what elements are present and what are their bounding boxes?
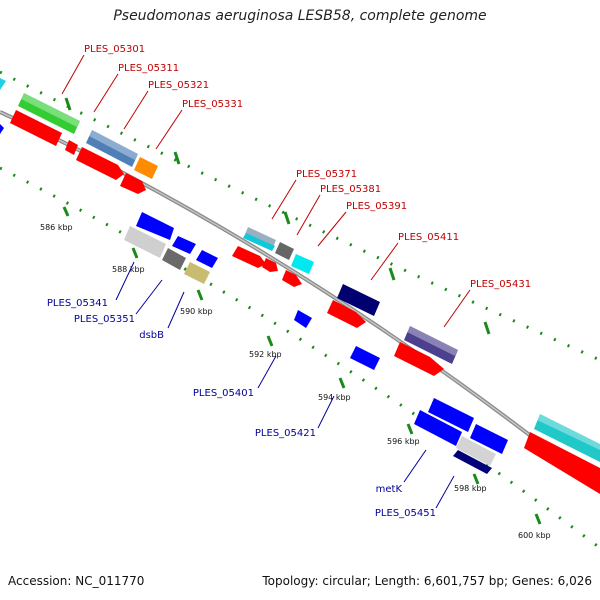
label-ples-05391[interactable]: PLES_05391 xyxy=(346,201,407,212)
reverse-features xyxy=(0,124,508,474)
feature-ples-05301-green[interactable] xyxy=(18,93,80,134)
major-ticks-outer xyxy=(64,97,491,335)
feature-ples-05391-cyan[interactable] xyxy=(291,254,314,274)
label-ples-05331[interactable]: PLES_05331 xyxy=(182,99,243,110)
feature-ples-05351-grey[interactable] xyxy=(162,248,186,270)
feature-dsbb-khaki[interactable] xyxy=(184,262,210,284)
tick-label-594: 594 kbp xyxy=(318,393,351,402)
label-metk[interactable]: metK xyxy=(376,484,403,495)
top-connectors xyxy=(61,54,471,328)
label-ples-05451[interactable]: PLES_05451 xyxy=(375,508,436,519)
label-ples-05431[interactable]: PLES_05431 xyxy=(470,279,531,290)
feature-shading xyxy=(21,93,600,450)
tick-label-592: 592 kbp xyxy=(249,350,282,359)
feature-cyan-left[interactable] xyxy=(0,78,6,90)
tick-label-588: 588 kbp xyxy=(112,265,145,274)
bottom-connectors xyxy=(115,261,455,509)
feature-metk-blue[interactable] xyxy=(414,410,462,446)
feature-ples-05371[interactable] xyxy=(232,246,266,268)
feature-blue-small[interactable] xyxy=(294,310,312,328)
summary-text: Topology: circular; Length: 6,601,757 bp… xyxy=(262,574,592,588)
feature-red-right[interactable] xyxy=(524,432,600,494)
label-ples-05371[interactable]: PLES_05371 xyxy=(296,169,357,180)
feature-ples-05401-blue[interactable] xyxy=(350,346,380,370)
forward-features xyxy=(0,78,600,494)
feature-ples-05451-navy[interactable] xyxy=(453,450,492,474)
feature-ples-05351-blue[interactable] xyxy=(196,250,218,268)
map-title: Pseudomonas aeruginosa LESB58, complete … xyxy=(113,8,487,24)
major-ticks-inner xyxy=(62,206,542,525)
label-ples-05301[interactable]: PLES_05301 xyxy=(84,44,145,55)
feature-blue-left-edge[interactable] xyxy=(0,124,4,134)
label-ples-05341[interactable]: PLES_05341 xyxy=(47,298,108,309)
feature-ples-05341-blue[interactable] xyxy=(136,212,174,240)
feature-ples-05341-silver[interactable] xyxy=(124,226,166,258)
tick-label-596: 596 kbp xyxy=(387,437,420,446)
label-ples-05381[interactable]: PLES_05381 xyxy=(320,184,381,195)
label-ples-05351[interactable]: PLES_05351 xyxy=(74,314,135,325)
label-ples-05321[interactable]: PLES_05321 xyxy=(148,80,209,91)
feature-ples-05391[interactable] xyxy=(282,270,302,287)
feature-ples-05301[interactable] xyxy=(10,110,62,146)
label-ples-05401[interactable]: PLES_05401 xyxy=(193,388,254,399)
tick-label-598: 598 kbp xyxy=(454,484,487,493)
feature-ples-05451-blue[interactable] xyxy=(470,424,508,454)
feature-ples-05341-blue-b[interactable] xyxy=(172,236,196,254)
tick-label-600: 600 kbp xyxy=(518,531,551,540)
feature-ples-05431-purple[interactable] xyxy=(404,326,458,364)
feature-ples-05321-steel[interactable] xyxy=(86,130,138,167)
feature-ples-05411[interactable] xyxy=(327,300,366,328)
label-ples-05421[interactable]: PLES_05421 xyxy=(255,428,316,439)
feature-ples-05421-blue[interactable] xyxy=(428,398,474,432)
feature-ples-05311[interactable] xyxy=(76,147,124,180)
feature-ples-05411-navy[interactable] xyxy=(337,284,380,316)
feature-cyan-right[interactable] xyxy=(534,414,600,462)
label-ples-05411[interactable]: PLES_05411 xyxy=(398,232,459,243)
feature-ples-05451-silver[interactable] xyxy=(456,436,496,466)
feature-arrow-small[interactable] xyxy=(65,140,78,155)
tick-label-590: 590 kbp xyxy=(180,307,213,316)
accession-text: Accession: NC_011770 xyxy=(8,574,145,588)
feature-ples-05331[interactable] xyxy=(120,173,146,194)
feature-ples-05431[interactable] xyxy=(394,342,444,376)
inner-dotted-track xyxy=(0,166,600,550)
tick-label-586: 586 kbp xyxy=(40,223,73,232)
feature-ples-05381[interactable] xyxy=(262,258,278,272)
feature-ples-05381-grey[interactable] xyxy=(275,242,294,260)
label-ples-05311[interactable]: PLES_05311 xyxy=(118,63,179,74)
label-dsbb[interactable]: dsbB xyxy=(139,330,164,341)
feature-ples-05321-orange[interactable] xyxy=(134,157,158,179)
feature-ples-05371-cyan[interactable] xyxy=(243,233,275,251)
